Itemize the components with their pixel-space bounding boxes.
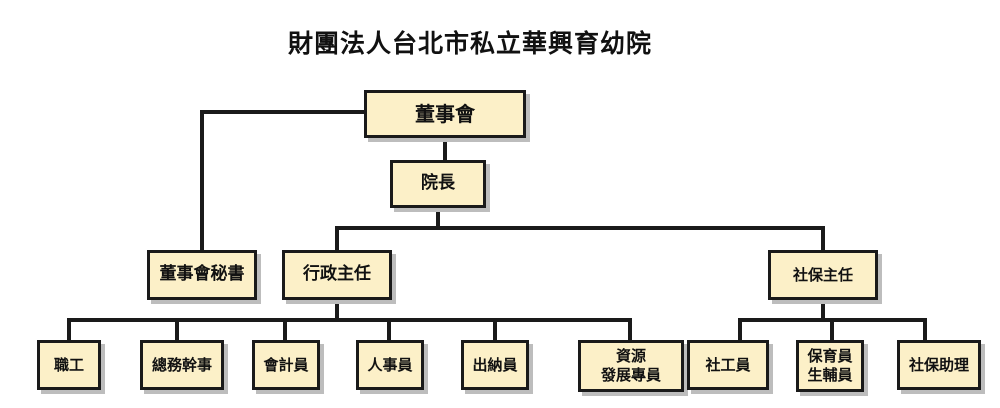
node-board-secretary: 董事會秘書: [147, 250, 257, 300]
node-caregiver: 保育員 生輔員: [796, 340, 864, 392]
node-board: 董事會: [364, 90, 526, 138]
connector-board-secretary: [200, 110, 366, 254]
node-staff: 職工: [37, 340, 101, 390]
node-social-assistant: 社保助理: [897, 340, 981, 390]
node-cashier: 出納員: [461, 340, 529, 390]
node-hr-officer: 人事員: [356, 340, 424, 390]
node-accountant: 會計員: [252, 340, 320, 390]
node-social-worker: 社工員: [687, 340, 769, 390]
node-admin-head: 行政主任: [282, 250, 392, 300]
node-resource-dev: 資源 發展專員: [578, 340, 684, 392]
node-social-head: 社保主任: [768, 250, 878, 300]
chart-title: 財團法人台北市私立華興育幼院: [287, 29, 652, 58]
node-director: 院長: [390, 160, 486, 208]
node-general-affairs: 總務幹事: [140, 340, 224, 390]
